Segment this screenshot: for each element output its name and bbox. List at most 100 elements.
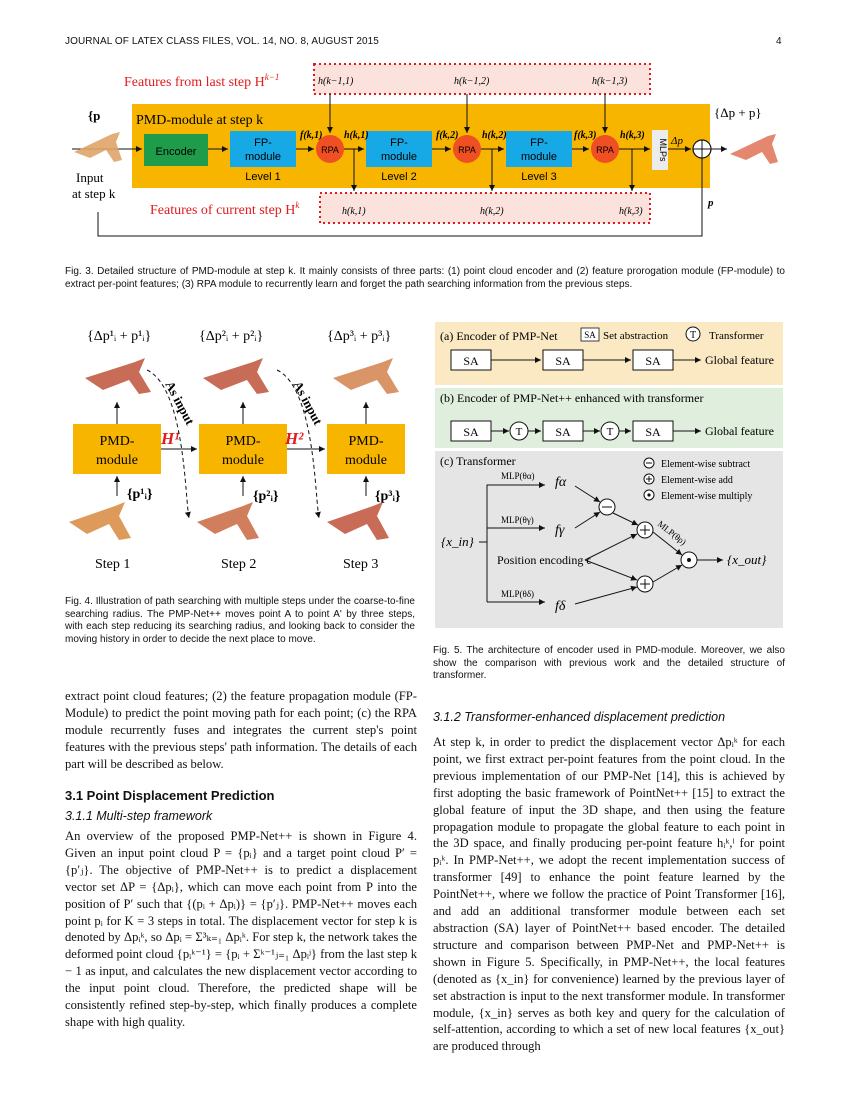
svg-text:MLP(θγ): MLP(θγ) [501, 515, 534, 525]
svg-text:Position encoding ϵ: Position encoding ϵ [497, 553, 591, 567]
svg-text:module: module [345, 453, 387, 468]
svg-text:H²: H² [284, 429, 304, 448]
svg-text:{x_in}: {x_in} [441, 534, 475, 549]
svg-text:Element-wise subtract: Element-wise subtract [661, 459, 750, 470]
svg-text:Element-wise multiply: Element-wise multiply [661, 491, 752, 502]
fig3-caption: Fig. 3. Detailed structure of PMD-module… [65, 266, 785, 290]
svg-text:FP-: FP- [390, 137, 408, 149]
fig4-output-plane-1-icon [85, 358, 151, 394]
features-current-label: Features of current step Hk [150, 200, 300, 218]
svg-text:PMD-: PMD- [225, 434, 260, 449]
svg-text:As input: As input [162, 378, 198, 427]
svg-text:h(k,1): h(k,1) [344, 130, 369, 141]
svg-text:{Δp³ᵢ + p³ᵢ}: {Δp³ᵢ + p³ᵢ} [327, 329, 391, 344]
fig4-module-1 [73, 424, 161, 474]
svg-text:h(k−1,2): h(k−1,2) [454, 76, 490, 87]
svg-text:As input: As input [290, 378, 326, 427]
fp-module-1 [230, 131, 296, 167]
mlps-box [652, 130, 668, 170]
output-label: {Δp + p} [714, 105, 762, 120]
svg-text:Set abstraction: Set abstraction [603, 330, 669, 342]
rpa-3 [591, 135, 619, 163]
svg-text:T: T [690, 330, 696, 341]
page-number: 4 [776, 36, 782, 47]
subsection-heading-multistep: 3.1.1 Multi-step framework [65, 809, 213, 823]
svg-text:MLPs: MLPs [658, 138, 668, 162]
svg-text:Input: Input [76, 170, 104, 185]
section-heading: 3.1 Point Displacement Prediction [65, 788, 275, 803]
svg-text:{Δp²ᵢ + p²ᵢ}: {Δp²ᵢ + p²ᵢ} [199, 329, 263, 344]
svg-text:{Δp¹ᵢ + p¹ᵢ}: {Δp¹ᵢ + p¹ᵢ} [87, 329, 151, 344]
input-pk: {p [88, 108, 100, 123]
svg-text:Level 2: Level 2 [381, 171, 416, 183]
svg-text:FP-: FP- [530, 137, 548, 149]
svg-text:Element-wise add: Element-wise add [661, 475, 733, 486]
rpa-2 [453, 135, 481, 163]
svg-text:module: module [381, 151, 417, 163]
rpa-1 [316, 135, 344, 163]
fig4-input-plane-1-icon [69, 502, 131, 540]
svg-text:h(k,2): h(k,2) [482, 130, 507, 141]
svg-text:Level 3: Level 3 [521, 171, 556, 183]
svg-text:SA: SA [463, 354, 479, 368]
svg-text:T: T [516, 426, 523, 438]
svg-text:FP-: FP- [254, 137, 272, 149]
airplane-output-icon [730, 134, 778, 164]
fig5-diagram: (a) Encoder of PMP-Net SA Set abstractio… [435, 322, 783, 628]
svg-text:{p²ᵢ}: {p²ᵢ} [253, 489, 279, 504]
svg-text:SA: SA [645, 425, 661, 439]
svg-text:MLP(θα): MLP(θα) [501, 471, 535, 481]
svg-text:f(k,3): f(k,3) [574, 130, 597, 141]
svg-text:PMD-: PMD- [99, 434, 134, 449]
svg-text:(b) Encoder of PMP-Net++ enhan: (b) Encoder of PMP-Net++ enhanced with t… [440, 391, 703, 405]
left-para-1: extract point cloud features; (2) the fe… [65, 689, 417, 771]
running-header: JOURNAL OF LATEX CLASS FILES, VOL. 14, N… [65, 36, 379, 47]
fig5-caption: Fig. 5. The architecture of encoder used… [433, 645, 785, 681]
svg-text:at step k: at step k [72, 186, 116, 201]
features-last-label: Features from last step Hk−1 [124, 72, 279, 90]
svg-text:SA: SA [463, 425, 479, 439]
svg-text:SA: SA [555, 354, 571, 368]
svg-text:Level 1: Level 1 [245, 171, 280, 183]
svg-text:H¹: H¹ [160, 429, 179, 448]
fig4-input-plane-2-icon [197, 502, 259, 540]
fig4-input-plane-3-icon [327, 502, 389, 540]
svg-text:RPA: RPA [596, 145, 614, 155]
svg-text:SA: SA [584, 330, 596, 340]
panel-c [435, 451, 783, 628]
subsection-heading-transformer: 3.1.2 Transformer-enhanced displacement … [433, 710, 726, 724]
features-current-box [319, 192, 651, 224]
svg-text:f(k,2): f(k,2) [436, 130, 459, 141]
svg-text:MLP(θδ): MLP(θδ) [501, 589, 534, 599]
svg-text:Global feature: Global feature [705, 353, 774, 367]
fig4-output-plane-3-icon [333, 358, 399, 394]
svg-text:Step 2: Step 2 [221, 557, 256, 572]
svg-text:f(k,1): f(k,1) [300, 130, 323, 141]
fig4-module-2 [199, 424, 287, 474]
svg-text:{p³ᵢ}: {p³ᵢ} [375, 489, 401, 504]
svg-text:Δp: Δp [670, 135, 683, 147]
svg-text:RPA: RPA [321, 145, 339, 155]
svg-text:module: module [245, 151, 281, 163]
module-label: PMD-module at step k [136, 113, 263, 128]
svg-text:(c) Transformer: (c) Transformer [440, 454, 516, 468]
fig4-output-plane-2-icon [203, 358, 269, 394]
left-para-2: An overview of the proposed PMP-Net++ is… [65, 829, 417, 1029]
svg-text:{p¹ᵢ}: {p¹ᵢ} [127, 487, 153, 502]
svg-text:h(k,3): h(k,3) [619, 206, 643, 217]
airplane-input-icon [74, 132, 122, 162]
svg-text:fδ: fδ [555, 599, 566, 614]
features-last-box [313, 63, 651, 95]
svg-text:Global feature: Global feature [705, 424, 774, 438]
svg-text:module: module [222, 453, 264, 468]
svg-text:h(k−1,1): h(k−1,1) [318, 76, 354, 87]
svg-text:h(k−1,3): h(k−1,3) [592, 76, 628, 87]
fig4-module-3 [327, 424, 405, 474]
svg-text:T: T [607, 426, 614, 438]
svg-text:RPA: RPA [458, 145, 476, 155]
encoder-label: Encoder [156, 146, 197, 158]
svg-text:module: module [521, 151, 557, 163]
svg-text:SA: SA [645, 354, 661, 368]
fig3-diagram: Features from last step Hk−1 Features of… [72, 63, 778, 237]
svg-text:(a) Encoder of PMP-Net: (a) Encoder of PMP-Net [440, 329, 558, 343]
